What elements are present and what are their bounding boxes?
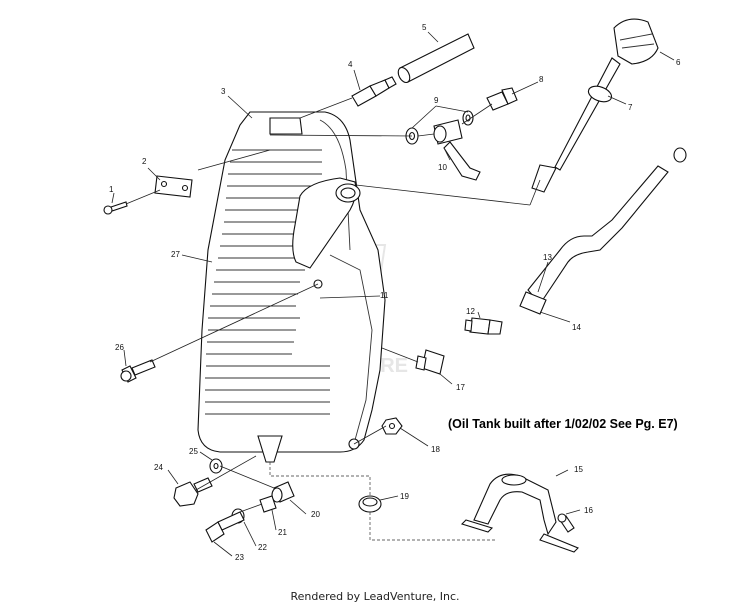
callout-12[interactable]: 12 [466,307,475,316]
callout-20[interactable]: 20 [311,510,320,519]
dipstick-cap-6[interactable] [531,18,659,193]
footer-credit: Rendered by LeadVenture, Inc. [290,590,460,603]
leader-lines [111,31,675,557]
fitting-4[interactable] [351,76,397,107]
hose-13[interactable] [527,147,687,305]
callout-1[interactable]: 1 [109,185,114,194]
callout-18[interactable]: 18 [431,445,440,454]
callout-2[interactable]: 2 [142,157,147,166]
callout-labels: 1 2 3 4 5 6 7 8 9 10 11 12 13 14 15 16 1… [109,23,681,562]
screw-16[interactable] [557,513,575,533]
bolt-23[interactable] [205,511,245,543]
callout-17[interactable]: 17 [456,383,465,392]
washer-25[interactable] [209,458,223,474]
fitting-17[interactable] [415,349,445,375]
callout-14[interactable]: 14 [572,323,581,332]
oil-tank[interactable] [197,111,386,463]
callout-13[interactable]: 13 [543,253,552,262]
bushing-20[interactable] [271,481,295,503]
callout-5[interactable]: 5 [422,23,427,32]
callout-24[interactable]: 24 [154,463,163,472]
nut-18[interactable] [381,417,403,435]
bolt-26[interactable] [120,359,156,383]
callout-4[interactable]: 4 [348,60,353,69]
callout-11[interactable]: 11 [380,291,389,300]
callout-15[interactable]: 15 [574,465,583,474]
oil-tank-note: (Oil Tank built after 1/02/02 See Pg. E7… [448,417,678,431]
callout-8[interactable]: 8 [539,75,544,84]
callout-27[interactable]: 27 [171,250,180,259]
spacer-21[interactable] [259,495,277,513]
callout-21[interactable]: 21 [278,528,287,537]
fitting-8[interactable] [486,87,518,111]
callout-6[interactable]: 6 [676,58,681,67]
o-ring-7[interactable] [586,83,613,104]
fitting-12[interactable] [464,317,503,335]
bolt-24[interactable] [173,477,213,507]
callout-22[interactable]: 22 [258,543,267,552]
callout-23[interactable]: 23 [235,553,244,562]
banjo-fitting-10[interactable] [433,119,481,181]
bracket-15[interactable] [460,473,579,553]
grommet-19[interactable] [358,495,382,513]
callout-7[interactable]: 7 [628,103,633,112]
screw-1[interactable] [103,201,128,215]
hose-5[interactable] [396,33,475,84]
callout-16[interactable]: 16 [584,506,593,515]
callout-3[interactable]: 3 [221,87,226,96]
callout-25[interactable]: 25 [189,447,198,456]
clamp-14[interactable] [519,291,547,315]
assembly-lines [125,97,541,541]
bracket-2[interactable] [154,175,193,198]
callout-10[interactable]: 10 [438,163,447,172]
callout-26[interactable]: 26 [115,343,124,352]
callout-9[interactable]: 9 [434,96,439,105]
callout-19[interactable]: 19 [400,492,409,501]
